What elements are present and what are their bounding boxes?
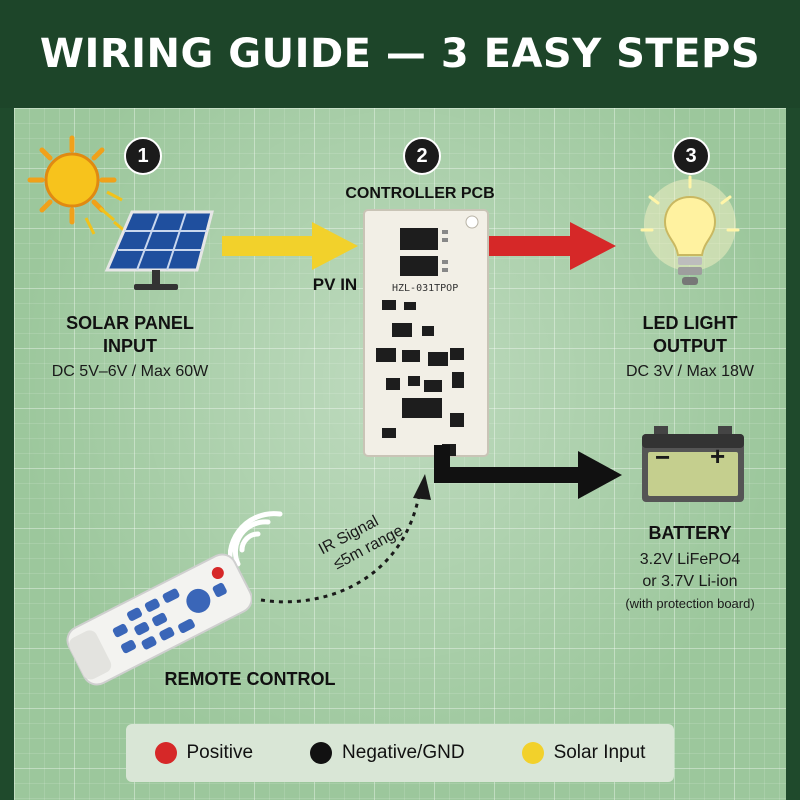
sun-icon (27, 135, 117, 225)
legend-label: Solar Input (553, 742, 646, 763)
legend-item-negative: Negative/GND (310, 742, 465, 764)
red-dot-icon (154, 742, 177, 764)
led-bulb-illustration (640, 175, 740, 285)
legend-label: Negative/GND (342, 742, 465, 763)
remote-control-illustration (66, 553, 252, 686)
step-1-badge: 1 (124, 137, 162, 175)
legend-item-solar: Solar Input (521, 742, 646, 764)
solar-input-arrow (222, 222, 358, 270)
pcb-model-text: HZL-031TPOP (392, 283, 459, 294)
controller-pcb-label: CONTROLLER PCB (345, 185, 495, 202)
bulb-icon (664, 195, 716, 256)
pv-in-label: PV IN (312, 275, 358, 294)
led-spec: DC 3V / Max 18W (625, 363, 755, 380)
solar-spec: DC 5V–6V / Max 60W (51, 363, 209, 380)
negative-wire-arrow (434, 445, 622, 499)
solar-title-line1: SOLAR PANEL (66, 313, 194, 333)
battery-minus-sign: − (655, 442, 671, 472)
solar-title-line2: INPUT (103, 336, 157, 356)
solar-panel-illustration (27, 135, 214, 290)
panel-icon (104, 210, 214, 290)
light-rays-icon (640, 175, 740, 232)
step-2-badge: 2 (403, 137, 441, 175)
sun-rays-icon (84, 190, 127, 235)
battery-plus-sign: + (710, 441, 726, 471)
led-title-line1: LED LIGHT (642, 313, 738, 333)
battery-line1: 3.2V LiFePO4 (639, 551, 741, 568)
remote-control-label: REMOTE CONTROL (164, 669, 336, 689)
page-title: WIRING GUIDE — 3 EASY STEPS (39, 31, 761, 77)
battery-line3: (with protection board) (625, 596, 755, 611)
legend-item-positive: Positive (154, 742, 254, 764)
led-title-line2: OUTPUT (653, 336, 727, 356)
legend: Positive Negative/GND Solar Input (126, 724, 674, 782)
legend-label: Positive (186, 742, 254, 763)
ir-signal-path (260, 474, 431, 604)
header: WIRING GUIDE — 3 EASY STEPS (0, 0, 800, 108)
yellow-dot-icon (521, 742, 544, 764)
controller-pcb-illustration (363, 209, 489, 457)
positive-output-arrow (482, 222, 616, 270)
step-3-badge: 3 (672, 137, 710, 175)
battery-title: BATTERY (648, 523, 732, 543)
battery-illustration (642, 426, 744, 502)
black-dot-icon (310, 742, 333, 764)
battery-line2: or 3.7V Li-ion (642, 573, 738, 590)
